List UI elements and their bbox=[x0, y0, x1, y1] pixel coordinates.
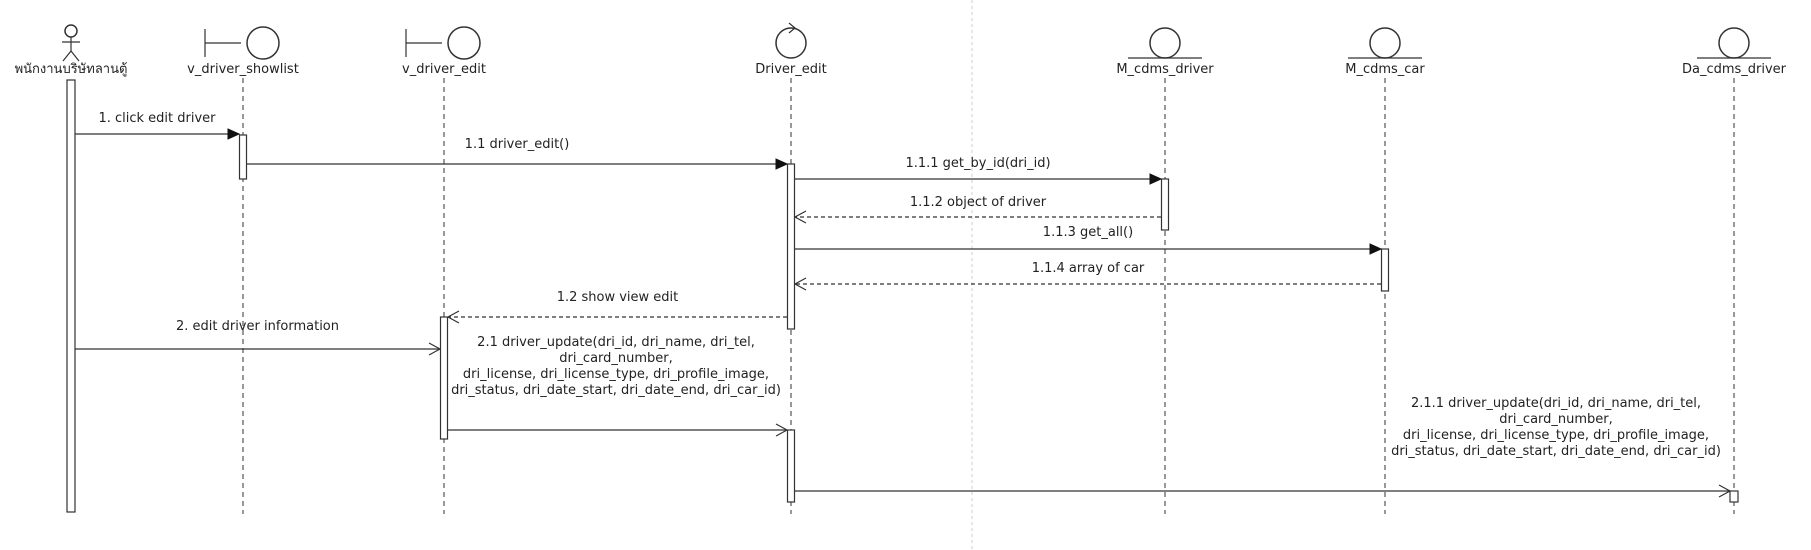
participant-name: M_cdms_driver bbox=[1116, 62, 1214, 77]
message-m12: 1.2 show view edit bbox=[446, 290, 787, 324]
arrowhead bbox=[793, 210, 807, 224]
activation-bar bbox=[1160, 178, 1170, 231]
participant-name: Da_cdms_driver bbox=[1682, 62, 1787, 77]
arrowhead bbox=[446, 310, 460, 324]
messages: 1. click edit driver 1.1 driver_edit() 1.1… bbox=[75, 111, 1732, 498]
participant-M_cdms_car: M_cdms_car bbox=[1345, 27, 1425, 514]
entity-icon bbox=[1128, 27, 1202, 59]
message-m1: 1. click edit driver bbox=[75, 111, 241, 140]
participant-name: Driver_edit bbox=[755, 62, 826, 77]
activation-bar bbox=[1380, 248, 1390, 292]
message-label: 1.1.4 array of car bbox=[1032, 261, 1145, 276]
message-m112: 1.1.2 object of driver bbox=[793, 195, 1161, 224]
message-label: 2.1 driver_update(dri_id, dri_name, dri_… bbox=[451, 335, 781, 398]
participant-v_driver_edit: v_driver_edit bbox=[402, 26, 486, 514]
message-label: 1.1 driver_edit() bbox=[465, 137, 570, 152]
activation-bar bbox=[786, 163, 796, 330]
actor-icon bbox=[62, 24, 80, 62]
boundary-icon bbox=[204, 26, 280, 60]
message-label: 2.1.1 driver_update(dri_id, dri_name, dr… bbox=[1391, 396, 1721, 459]
activation-bar bbox=[1729, 490, 1739, 503]
message-label: 1.1.2 object of driver bbox=[910, 195, 1047, 210]
participants: พนักงานบริษัทลานตู้ v_driver_showlist v_dr… bbox=[15, 22, 1787, 514]
arrowhead bbox=[428, 342, 442, 356]
arrowhead bbox=[775, 423, 789, 437]
participant-actor: พนักงานบริษัทลานตู้ bbox=[15, 24, 128, 77]
entity-icon bbox=[1697, 27, 1771, 59]
participant-name: v_driver_showlist bbox=[187, 62, 299, 77]
message-m111: 1.1.1 get_by_id(dri_id) bbox=[795, 156, 1163, 185]
message-label: 1.1.3 get_all() bbox=[1043, 225, 1133, 240]
message-label: 1.1.1 get_by_id(dri_id) bbox=[905, 156, 1050, 171]
arrowhead bbox=[1369, 243, 1383, 255]
arrowhead bbox=[1718, 484, 1732, 498]
message-label: 1.2 show view edit bbox=[557, 290, 679, 305]
activation-bars bbox=[66, 79, 1739, 513]
boundary-icon bbox=[405, 26, 481, 60]
control-icon bbox=[775, 22, 807, 59]
message-m11: 1.1 driver_edit() bbox=[247, 137, 789, 170]
message-m113: 1.1.3 get_all() bbox=[795, 225, 1383, 255]
message-m2: 2. edit driver information bbox=[75, 319, 442, 356]
participant-v_driver_showlist: v_driver_showlist bbox=[187, 26, 299, 514]
arrowhead bbox=[793, 277, 807, 291]
participant-name: M_cdms_car bbox=[1345, 62, 1425, 77]
activation-bar bbox=[66, 79, 76, 513]
arrowhead bbox=[1149, 173, 1163, 185]
participant-M_cdms_driver: M_cdms_driver bbox=[1116, 27, 1214, 514]
message-m114: 1.1.4 array of car bbox=[793, 261, 1381, 291]
activation-bar bbox=[786, 429, 796, 503]
participant-name: v_driver_edit bbox=[402, 62, 486, 77]
activation-bar bbox=[439, 316, 449, 440]
participant-name: พนักงานบริษัทลานตู้ bbox=[15, 62, 128, 77]
arrowhead bbox=[227, 128, 241, 140]
message-label: 1. click edit driver bbox=[98, 111, 216, 126]
activation-bar bbox=[238, 134, 248, 180]
message-label: 2. edit driver information bbox=[176, 319, 339, 334]
arrowhead bbox=[775, 158, 789, 170]
entity-icon bbox=[1348, 27, 1422, 59]
participant-Da_cdms_driver: Da_cdms_driver bbox=[1682, 27, 1787, 514]
message-m21: 2.1 driver_update(dri_id, dri_name, dri_… bbox=[448, 335, 789, 437]
message-m211: 2.1.1 driver_update(dri_id, dri_name, dr… bbox=[795, 396, 1732, 498]
